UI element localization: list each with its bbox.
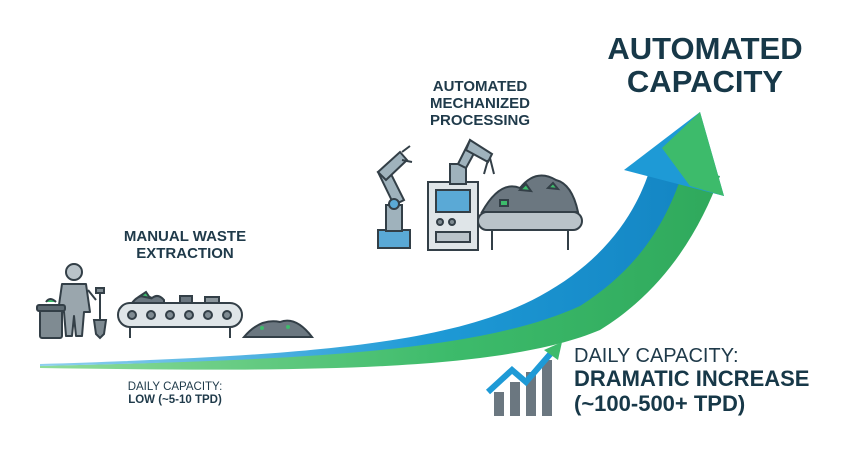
automated-capacity-title: AUTOMATED CAPACITY xyxy=(585,31,825,99)
automated-processing-label: AUTOMATED MECHANIZED PROCESSING xyxy=(395,78,565,129)
automated-line-2: MECHANIZED xyxy=(430,94,530,112)
low-capacity-label: DAILY CAPACITY: xyxy=(127,381,223,393)
manual-extraction-label: MANUAL WASTE EXTRACTION xyxy=(105,228,265,263)
low-capacity-value: LOW (~5-10 TPD) xyxy=(128,393,222,406)
high-capacity-text: DAILY CAPACITY: DRAMATIC INCREASE (~100-… xyxy=(574,345,809,417)
bar-chart-growth-icon xyxy=(485,342,562,416)
manual-line-2: EXTRACTION xyxy=(136,244,234,262)
title-line-1: AUTOMATED xyxy=(607,31,803,66)
conveyor-icon-2 xyxy=(477,174,583,250)
manual-line-1: MANUAL WASTE xyxy=(123,228,247,245)
worker-icon xyxy=(57,263,97,337)
high-capacity-value-2: (~100-500+ TPD) xyxy=(574,391,746,417)
control-machine-icon xyxy=(427,181,479,251)
title-line-2: CAPACITY xyxy=(626,63,784,99)
high-capacity-label: DAILY CAPACITY: xyxy=(574,345,739,367)
rising-arrow-icon xyxy=(40,112,724,370)
robot-arm-icon xyxy=(376,145,413,249)
high-capacity-value-1: DRAMATIC INCREASE xyxy=(574,366,810,392)
shovel-icon xyxy=(92,287,108,340)
conveyor-icon xyxy=(117,290,243,338)
waste-pile-icon xyxy=(241,319,315,338)
robot-arm-icon-2 xyxy=(449,138,495,185)
automated-line-3: PROCESSING xyxy=(429,111,531,129)
low-capacity-text: DAILY CAPACITY: LOW (~5-10 TPD) xyxy=(100,381,250,407)
automated-line-1: AUTOMATED xyxy=(432,78,528,95)
trash-bin-icon xyxy=(36,298,66,339)
